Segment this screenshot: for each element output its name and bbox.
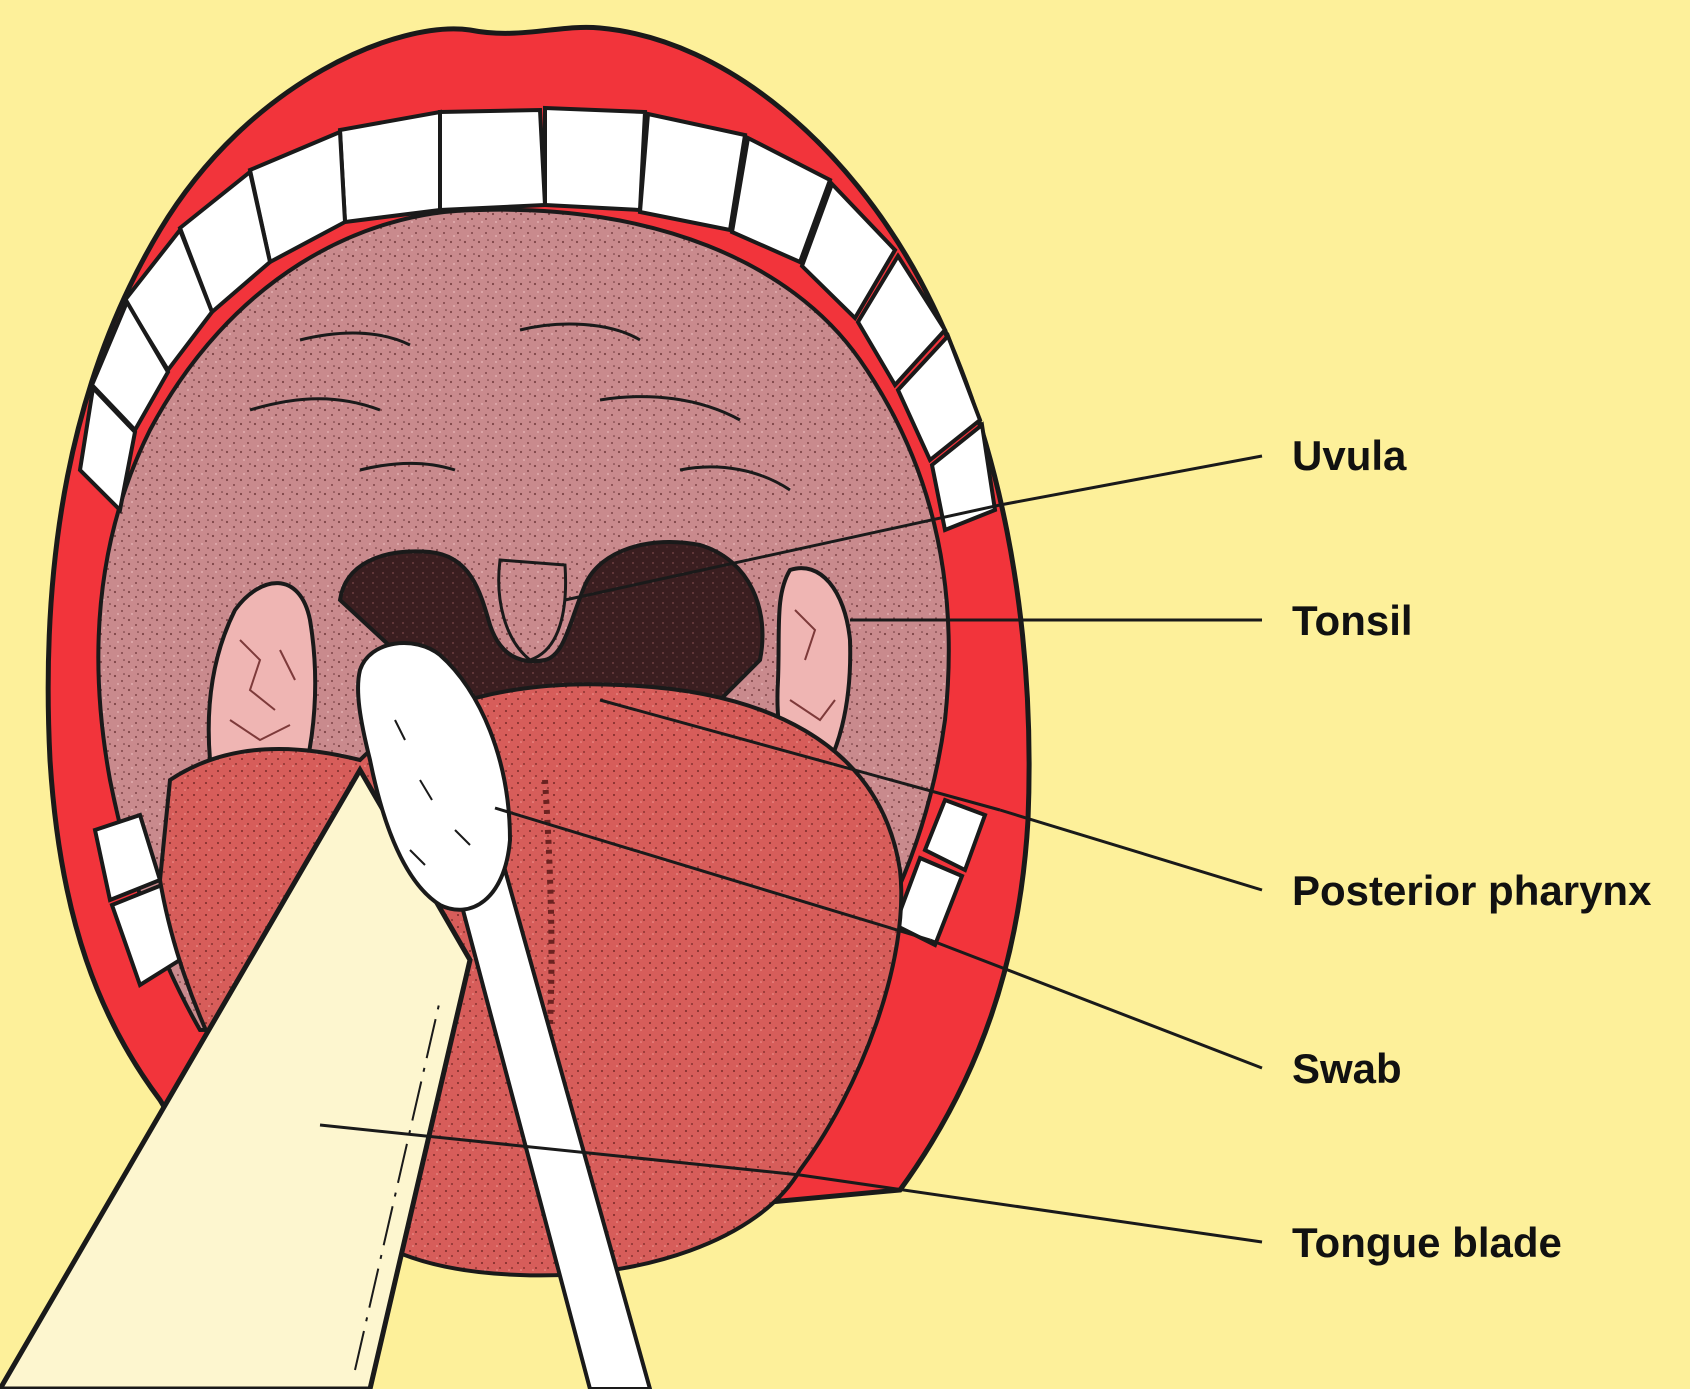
- label-uvula: Uvula: [1292, 432, 1407, 479]
- label-tonsil: Tonsil: [1292, 597, 1413, 644]
- label-tongue-blade: Tongue blade: [1292, 1219, 1562, 1266]
- label-swab: Swab: [1292, 1045, 1402, 1092]
- label-posterior-pharynx: Posterior pharynx: [1292, 867, 1652, 914]
